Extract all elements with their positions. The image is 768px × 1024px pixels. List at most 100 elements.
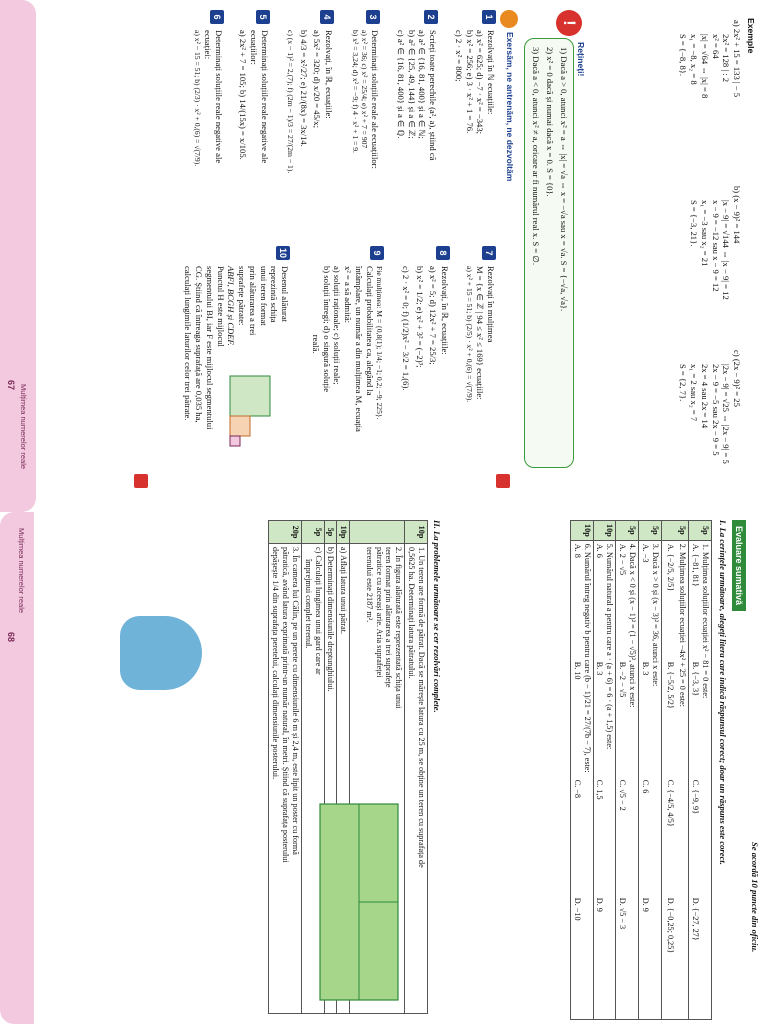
right-page: Mulțimea numerelor reale 68 Se acordă 10… <box>0 512 768 1024</box>
example-line: 2x² = 128 | : 2 <box>721 34 732 83</box>
example-line: x₁ = 2 sau x₂ = 7 <box>689 364 700 422</box>
option-c: C. 1,5 <box>595 779 605 800</box>
exercise-4: 4 Rezolvați, în ℝ, ecuațiile: a) 5x² = 3… <box>270 10 334 242</box>
rule-line: 3) Dacă a < 0, atunci x² ≠ a, oricare ar… <box>531 47 541 265</box>
exercise-header: Exersăm, ne antrenăm, ne dezvoltăm <box>505 32 515 182</box>
exercise-line: c) 2 · x² = 0; f) (1/2)x² − 3/2 = 1,(6). <box>400 266 411 391</box>
table-row: 10p 6. Numărul întreg negativ b pentru c… <box>570 520 594 1020</box>
exercise-6: 6 Determinați soluțiile reale negative a… <box>178 10 224 242</box>
option-a: A. {−81, 81} <box>691 543 701 587</box>
points-cell: 5p <box>615 520 639 541</box>
squares-figure <box>229 375 271 447</box>
points-cell: 5p <box>324 520 337 544</box>
exercises-column-2: 7 Rezolvați în mulțimea M = {x ∈ ℤ | 94 … <box>160 246 496 486</box>
option-b: B. {−5/2, 5/2} <box>666 661 676 709</box>
option-c: C. {−4/5, 4/5} <box>666 779 676 827</box>
exercise-line: c) (x − 1)² = 2,(7); f) (2m − 1)/3 = 27/… <box>285 30 295 174</box>
exercise-3: 3 Determinați soluțiile reale ale ecuați… <box>334 10 380 242</box>
example-line: x − 9 = −12 sau x − 9 = 12 <box>710 200 721 292</box>
exercise-7: 7 Rezolvați în mulțimea M = {x ∈ ℤ | 94 … <box>450 246 496 486</box>
exercise-line: Fie mulțimea: M = {0,8(1); 1/4; −1; 0,2;… <box>375 266 384 420</box>
option-a: A. 6 <box>595 543 605 558</box>
problem-line: împrejmui complet terenul. <box>303 559 313 649</box>
points-cell <box>349 520 405 544</box>
example-line: |2x − 9| = √25 ⇔ |2x − 9| = 5 <box>721 364 732 464</box>
exercise-line: a) x² = 625; d) −7 · x² = −343; <box>475 30 486 135</box>
problem-line: 1. Un teren are formă de pătrat. Dacă se… <box>417 547 426 868</box>
exercise-10: 10 Desenul alăturat reprezintă schița un… <box>160 246 290 486</box>
example-line: x₁ = −8, x₂ = 8 <box>689 34 700 85</box>
example-line: |x| = √64 ⇔ |x| = 8 <box>699 34 710 99</box>
exercise-number: 7 <box>482 246 496 260</box>
part2-header: II. La problemele următoare se cer rezol… <box>432 520 442 713</box>
table-row: 5p 4. Dacă x < 0 și (x − 1)² = (1 − √5)²… <box>615 520 639 1020</box>
exercise-line: Rezolvați în mulțimea <box>486 266 496 343</box>
exercise-line: Scrieți toate perechile (a², a), știind … <box>428 30 438 161</box>
example-line: x₁ = −3 sau x₂ = 21 <box>699 200 710 267</box>
exercise-line: a) x² + 15 = 51; b) (2/5) · x² + 0,(6) =… <box>464 266 474 403</box>
question-mark-illustration <box>120 616 202 690</box>
left-page: Exemple a) 2x² + 15 = 133 | − 5 2x² = 12… <box>0 0 756 512</box>
example-line: b) (x − 9)² = 144 <box>732 186 742 244</box>
points-cell: 20p <box>268 520 302 544</box>
option-d: D. −10 <box>572 897 582 921</box>
exercise-number: 4 <box>320 10 334 24</box>
example-line: S = {−8, 8}. <box>678 34 689 77</box>
points-cell: 5p <box>638 520 662 541</box>
exercise-line: Calculați probabilitatea ca, alegând la <box>364 266 375 396</box>
table-row: 5p 2. Mulțimea soluțiilor ecuației −4x² … <box>661 520 689 1020</box>
exercise-line: Rezolvați, în ℝ, ecuațiile: <box>324 30 334 119</box>
example-c: c) (2x − 9)² = 25 |2x − 9| = √25 ⇔ |2x −… <box>678 350 742 464</box>
exercise-number: 2 <box>424 10 438 24</box>
exercise-1: 1 Rezolvați în ℕ ecuațiile: a) x² = 625;… <box>438 10 496 242</box>
option-a: A. 8 <box>572 543 582 558</box>
exercise-line: b) soluții întregi; d) o singură soluție <box>321 266 332 393</box>
table-row: 20p 3. În camera lui Călin, pe un perete… <box>268 520 302 1014</box>
exercise-line: ecuațiilor: <box>249 30 260 65</box>
option-c: C. {−9, 9} <box>691 779 701 815</box>
table-row: 5p 3. Dacă x > 0 și (x − 3)² = 36, atunc… <box>638 520 662 1020</box>
option-c: C. √5 − 2 <box>618 779 628 811</box>
exercise-line: Rezolvați în ℕ ecuațiile: <box>486 30 496 115</box>
exercise-9: 9 Fie mulțimea: M = {0,8(1); 1/4; −1; 0,… <box>290 246 384 486</box>
section-title: Evaluare sumativă <box>732 520 746 612</box>
question-text: 2. Mulțimea soluțiilor ecuației −4x² + 2… <box>678 543 688 707</box>
office-points: Se acordă 10 puncte din oficiu. <box>750 842 760 953</box>
exercise-number: 9 <box>370 246 384 260</box>
option-b: B. −2 − √5 <box>618 661 628 698</box>
option-a: A. 2 − √5 <box>618 543 628 576</box>
part1-header: I. La cerințele următoare, alegeți liter… <box>718 520 728 865</box>
exclamation-icon: ! <box>556 10 582 36</box>
exercise-line: a) soluții raționale; c) soluții reale; <box>332 266 343 385</box>
points-cell: 10p <box>404 520 428 544</box>
question-text: 3. Dacă x > 0 și (x − 3)² = 36, atunci x… <box>650 543 660 687</box>
exercises-column-1: 1 Rezolvați în ℕ ecuațiile: a) x² = 625;… <box>178 10 496 242</box>
points-cell: 5p <box>688 520 712 541</box>
option-a: A. −3 <box>640 543 650 563</box>
exercise-line: segmentului BI, iar F este mijlocul segm… <box>204 266 215 430</box>
exercise-line: calculați lungimile laturilor celor trei… <box>183 266 194 421</box>
problem-line: 3. În camera lui Călin, pe un perete cu … <box>290 547 300 855</box>
problem-line: depășește 1/4 din suprafața peretelui, c… <box>271 547 281 780</box>
exercise-line: a) x² = 36; c) x² = 25/4; e) x² + 7 = 90… <box>360 30 370 149</box>
exercise-number: 1 <box>482 10 496 24</box>
example-line: |x − 9| = √144 ⇔ |x − 9| = 12 <box>721 200 732 300</box>
exercise-line: Determinați soluțiile reale ale ecuațiil… <box>370 30 380 169</box>
exercise-line: a) a² ∈ {16, 81, 400} și a ∈ ℕ; <box>417 30 428 139</box>
question-text: 6. Numărul întreg negativ b pentru care … <box>582 543 592 773</box>
example-line: S = {2, 7}. <box>678 364 689 402</box>
example-line: a) 2x² + 15 = 133 | − 5 <box>732 20 742 98</box>
exercise-line: b) 4/3 = x²/27; e) 21/(8x) = 3x/14. <box>298 30 309 147</box>
exercise-number: 8 <box>436 246 450 260</box>
exercise-2: 2 Scrieți toate perechile (a², a), știin… <box>380 10 438 242</box>
exercise-line: CG. Știind că întreaga suprafață are 0,0… <box>194 266 205 423</box>
exercise-line: Rezolvați, în ℝ, ecuațiile: <box>440 266 450 355</box>
points-cell: 10p <box>570 520 594 541</box>
exercise-line: x² = a să admită: <box>343 266 354 324</box>
exercise-number: 3 <box>366 10 380 24</box>
examples-title: Exemple <box>746 18 756 54</box>
exercise-line: a) 5x² = 320; d) x/20 = 45/x; <box>312 30 323 128</box>
remember-box: 1) Dacă a > 0, atunci x² = a ⇔ |x| = √a … <box>524 38 574 468</box>
points-cell: 5p <box>301 520 325 544</box>
